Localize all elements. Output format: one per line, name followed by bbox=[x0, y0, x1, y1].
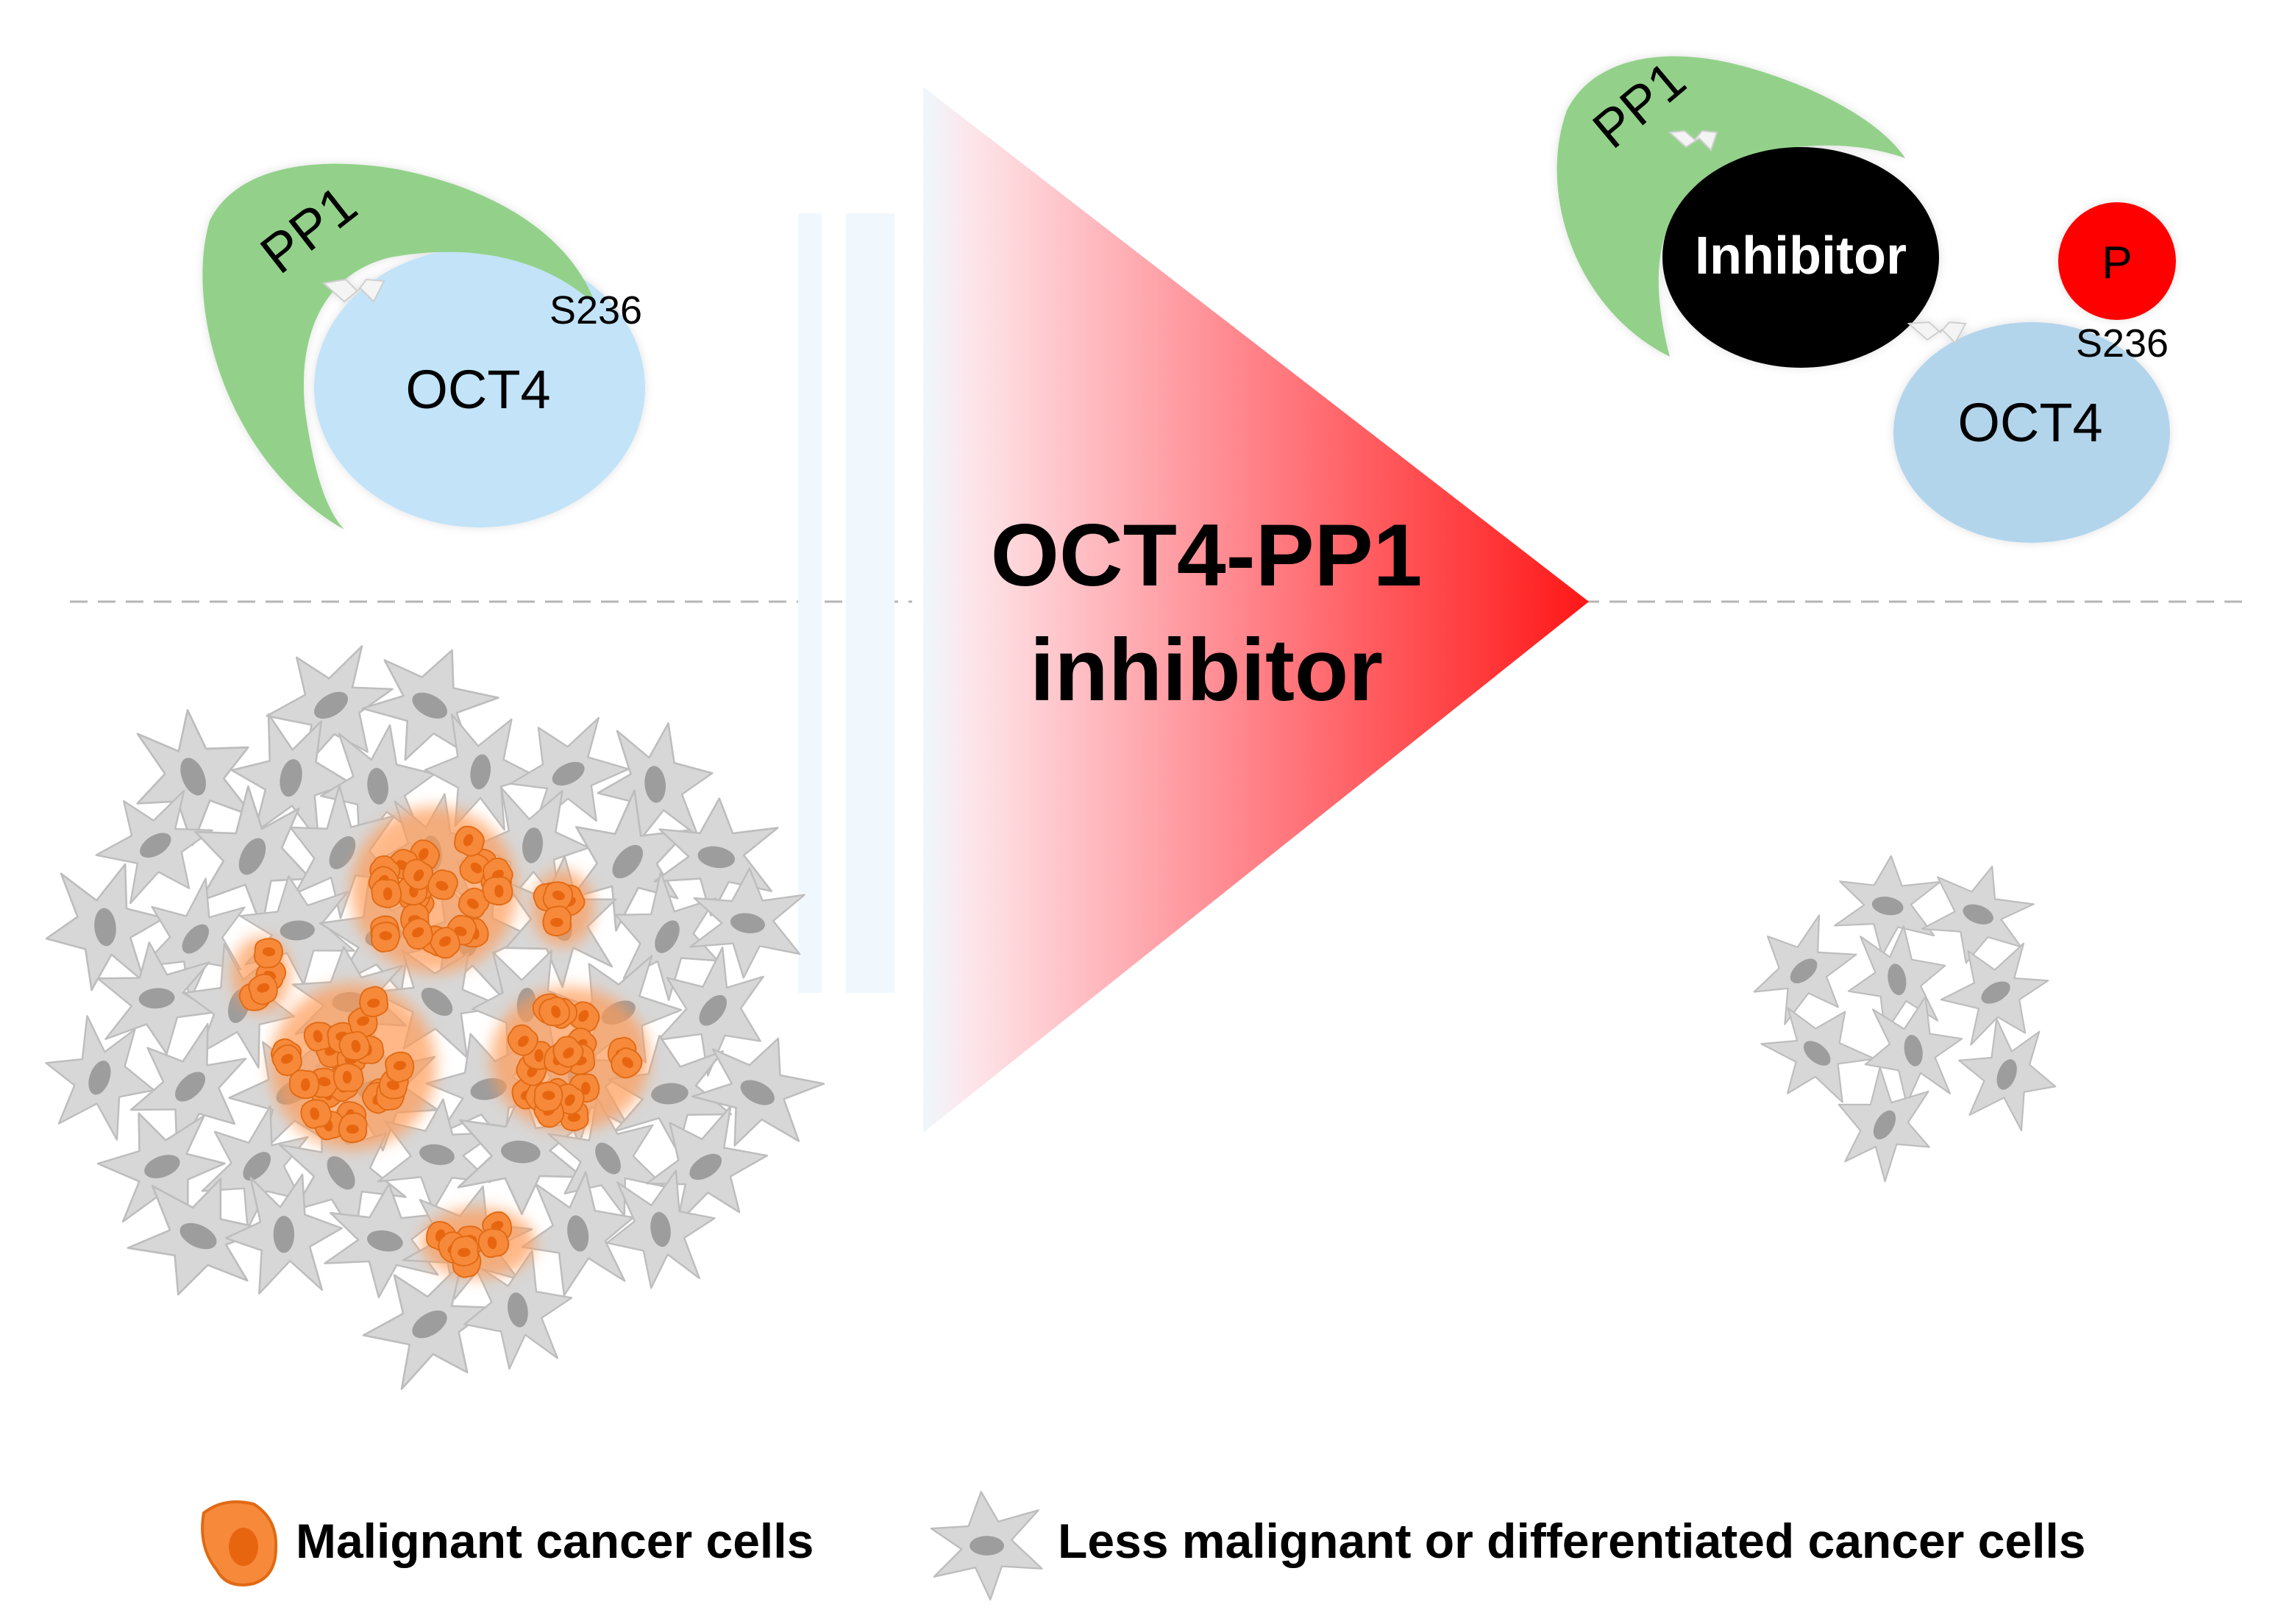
malignant-cell bbox=[332, 1062, 365, 1093]
right-complex bbox=[1557, 56, 2176, 543]
differentiated-cell bbox=[1838, 919, 1956, 1039]
binding-site-right bbox=[1907, 321, 1967, 344]
differentiated-cell bbox=[1827, 847, 1948, 965]
oct4-protein-right bbox=[1893, 322, 2170, 543]
left-complex bbox=[202, 163, 645, 530]
binding-site-pp1-right bbox=[1668, 129, 1718, 152]
malignant-clusters bbox=[232, 807, 650, 1278]
malignant-cell bbox=[481, 875, 514, 906]
site-label-left: S236 bbox=[549, 288, 642, 332]
malignant-cell bbox=[542, 905, 572, 937]
phospho-label: P bbox=[2102, 238, 2132, 288]
oct4-protein-left bbox=[314, 248, 645, 527]
differentiated-cell bbox=[1941, 1008, 2072, 1141]
malignant-cell bbox=[370, 921, 401, 953]
malignant-cell bbox=[370, 878, 402, 909]
legend: Malignant cancer cells Less malignant or… bbox=[201, 1491, 2085, 1601]
differentiated-cells-before bbox=[27, 622, 837, 1410]
tumor-population-after bbox=[1731, 847, 2072, 1195]
differentiated-cell bbox=[591, 719, 719, 850]
oct4-label-left: OCT4 bbox=[405, 359, 550, 420]
inhibitor-molecule bbox=[1662, 147, 1939, 368]
inhibitor-label: Inhibitor bbox=[1695, 227, 1907, 285]
malignant-cell bbox=[533, 1080, 564, 1114]
malignant-cell bbox=[449, 1234, 480, 1267]
malignant-cell-icon bbox=[201, 1500, 278, 1586]
legend-differentiated-label: Less malignant or differentiated cancer … bbox=[1058, 1514, 2085, 1568]
arrow-label-line1: OCT4-PP1 bbox=[991, 506, 1423, 605]
site-label-right: S236 bbox=[2076, 321, 2169, 366]
legend-malignant-label: Malignant cancer cells bbox=[296, 1514, 814, 1568]
pp1-protein-right bbox=[1557, 56, 1905, 357]
binding-site-left bbox=[321, 278, 385, 303]
treatment-arrow bbox=[923, 87, 1589, 1133]
oct4-label-right: OCT4 bbox=[1957, 392, 2102, 453]
faint-bar-1 bbox=[798, 213, 822, 993]
faint-bar-2 bbox=[846, 213, 894, 993]
malignant-cell bbox=[338, 1111, 369, 1144]
differentiated-cell-icon bbox=[930, 1491, 1043, 1601]
pp1-protein-left bbox=[202, 163, 596, 530]
arrow-label-line2: inhibitor bbox=[1030, 621, 1383, 719]
differentiated-cell bbox=[1745, 981, 1889, 1125]
phosphate-group bbox=[2058, 202, 2176, 320]
differentiated-cell bbox=[1854, 991, 1973, 1111]
tumor-population-before bbox=[27, 622, 837, 1410]
